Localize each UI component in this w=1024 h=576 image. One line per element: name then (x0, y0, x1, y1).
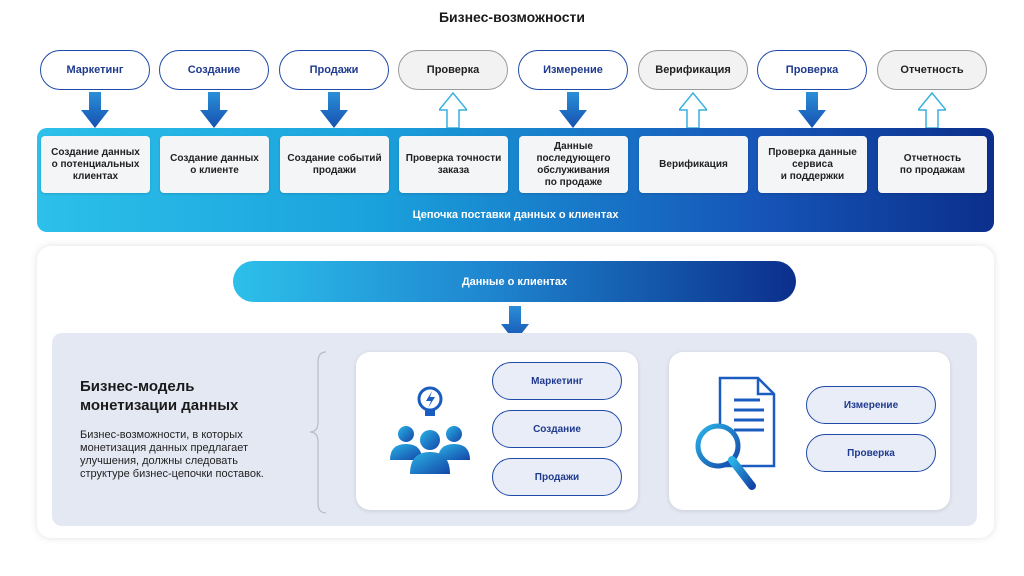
chain-card: Данные последующего обслуживания по прод… (519, 136, 628, 193)
pill-check[interactable]: Проверка (398, 50, 508, 90)
panel-pill-check[interactable]: Проверка (806, 434, 936, 472)
pill-marketing[interactable]: Маркетинг (40, 50, 150, 90)
chain-card: Создание событий продажи (280, 136, 389, 193)
chain-label: Цепочка поставки данных о клиентах (412, 209, 619, 221)
chain-card: Создание данных о клиенте (160, 136, 269, 193)
arrow-down-icon (200, 92, 228, 128)
arrow-down-icon (320, 92, 348, 128)
chain-card: Проверка точности заказа (399, 136, 508, 193)
chain-card: Создание данных о потенциальных клиентах (41, 136, 150, 193)
pill-reporting[interactable]: Отчетность (877, 50, 987, 90)
panel-pill-marketing[interactable]: Маркетинг (492, 362, 622, 400)
chain-card: Отчетность по продажам (878, 136, 987, 193)
document-search-icon (695, 376, 776, 490)
pill-creation[interactable]: Создание (159, 50, 269, 90)
arrow-down-icon (798, 92, 826, 128)
chain-card: Верификация (639, 136, 748, 193)
pill-check-2[interactable]: Проверка (757, 50, 867, 90)
arrow-up-outline-icon (679, 92, 707, 128)
brace-icon (309, 351, 327, 514)
pill-verification[interactable]: Верификация (638, 50, 748, 90)
team-idea-icon (390, 386, 470, 474)
panel-pill-measurement[interactable]: Измерение (806, 386, 936, 424)
chain-card: Проверка данные сервиса и поддержки (758, 136, 867, 193)
model-description: Бизнес-возможности, в которых монетизаци… (80, 429, 264, 480)
model-title: Бизнес-модель монетизации данных (80, 378, 239, 414)
page-title: Бизнес-возможности (438, 9, 586, 25)
arrow-up-outline-icon (918, 92, 946, 128)
customer-data-bar: Данные о клиентах (233, 261, 796, 302)
pill-sales[interactable]: Продажи (279, 50, 389, 90)
arrow-up-outline-icon (439, 92, 467, 128)
arrow-down-icon (81, 92, 109, 128)
panel-pill-sales[interactable]: Продажи (492, 458, 622, 496)
panel-pill-creation[interactable]: Создание (492, 410, 622, 448)
pill-measurement[interactable]: Измерение (518, 50, 628, 90)
arrow-down-icon (559, 92, 587, 128)
